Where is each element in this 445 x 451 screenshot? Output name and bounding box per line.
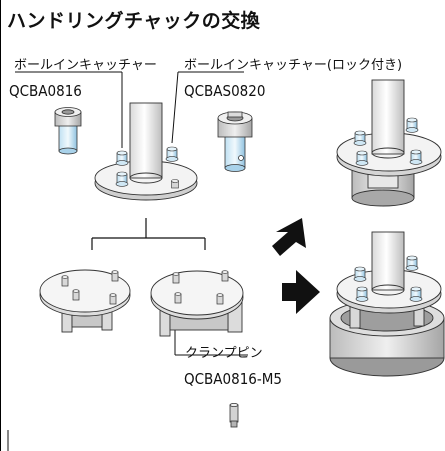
clamp-pin-part (229, 402, 239, 428)
code-ball-catcher: QCBA0816 (9, 82, 82, 100)
leader-lines (7, 71, 248, 451)
label-clamp-pin: クランプピン (185, 346, 263, 361)
code-ball-catcher-lock: QCBAS0820 (184, 82, 266, 100)
assembled-unit-bottom (329, 231, 445, 377)
arrow-up-right-icon (272, 218, 306, 256)
ball-catcher-part (54, 107, 82, 155)
chuck-plate-left (39, 269, 131, 333)
arrow-right-icon (282, 270, 320, 314)
assembled-unit-top (336, 79, 442, 207)
ball-catcher-lock-part (217, 111, 253, 172)
label-ball-catcher-lock: ボールインキャッチャー(ロック付き) (184, 58, 403, 73)
robot-base-plate (94, 102, 198, 201)
code-clamp-pin: QCBA0816-M5 (184, 370, 282, 388)
page-title: ハンドリングチャックの交換 (7, 10, 261, 32)
bracket-lines (91, 218, 206, 250)
label-ball-catcher: ボールインキャッチャー (14, 58, 157, 73)
chuck-plate-middle (150, 270, 244, 337)
